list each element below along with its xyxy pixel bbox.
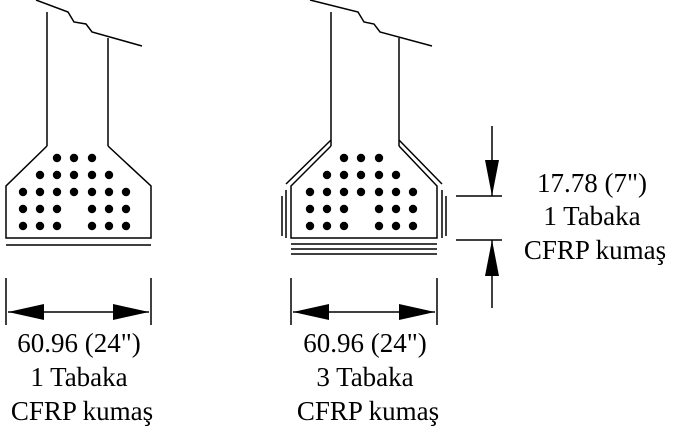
strand-dot bbox=[35, 204, 45, 214]
strand-dot bbox=[339, 187, 349, 197]
left-strand-group bbox=[18, 153, 131, 231]
strand-dot bbox=[391, 221, 401, 231]
right-width-label: 60.96 (24") bbox=[303, 328, 427, 358]
strand-dot bbox=[408, 204, 418, 214]
strand-dot bbox=[52, 187, 62, 197]
strand-dot bbox=[18, 204, 28, 214]
right-beam-section bbox=[281, 0, 447, 255]
right-width-dimension bbox=[290, 278, 438, 325]
strand-dot bbox=[69, 187, 79, 197]
strand-dot bbox=[35, 170, 45, 180]
strand-dot bbox=[339, 221, 349, 231]
strand-dot bbox=[339, 170, 349, 180]
strand-dot bbox=[322, 204, 332, 214]
height-material-label: CFRP kumaş bbox=[524, 235, 666, 265]
strand-dot bbox=[356, 153, 366, 163]
strand-dot bbox=[87, 187, 97, 197]
strand-dot bbox=[52, 153, 62, 163]
height-layer-label: 1 Tabaka bbox=[543, 201, 640, 231]
strand-dot bbox=[104, 187, 114, 197]
strand-dot bbox=[374, 153, 384, 163]
strand-dot bbox=[356, 187, 366, 197]
left-material-label: CFRP kumaş bbox=[11, 396, 153, 426]
left-beam-section bbox=[5, 0, 152, 246]
height-arrow-top bbox=[485, 160, 499, 196]
strand-dot bbox=[391, 204, 401, 214]
right-dim-arrow-right bbox=[399, 304, 435, 320]
strand-dot bbox=[305, 204, 315, 214]
right-break-line bbox=[309, 0, 433, 47]
right-dim-arrow-left bbox=[293, 304, 329, 320]
strand-dot bbox=[391, 170, 401, 180]
left-width-label: 60.96 (24") bbox=[17, 328, 141, 358]
strand-dot bbox=[121, 187, 131, 197]
strand-dot bbox=[18, 221, 28, 231]
left-dim-arrow-left bbox=[8, 304, 44, 320]
strand-dot bbox=[52, 170, 62, 180]
right-material-label: CFRP kumaş bbox=[297, 396, 439, 426]
right-strand-group bbox=[305, 153, 418, 231]
left-bulb-outline bbox=[5, 145, 152, 239]
strand-dot bbox=[52, 204, 62, 214]
strand-dot bbox=[322, 221, 332, 231]
strand-dot bbox=[104, 221, 114, 231]
left-layer-label: 1 Tabaka bbox=[30, 362, 127, 392]
left-width-dimension bbox=[5, 278, 152, 325]
strand-dot bbox=[18, 187, 28, 197]
strand-dot bbox=[121, 204, 131, 214]
strand-dot bbox=[374, 187, 384, 197]
strand-dot bbox=[391, 187, 401, 197]
strand-dot bbox=[69, 153, 79, 163]
strand-dot bbox=[104, 204, 114, 214]
strand-dot bbox=[408, 187, 418, 197]
height-arrow-bottom bbox=[485, 240, 499, 276]
right-wrap-inner bbox=[285, 139, 332, 185]
strand-dot bbox=[52, 221, 62, 231]
strand-dot bbox=[305, 187, 315, 197]
left-break-line bbox=[35, 0, 143, 47]
strand-dot bbox=[374, 170, 384, 180]
strand-dot bbox=[87, 170, 97, 180]
strand-dot bbox=[339, 153, 349, 163]
strand-dot bbox=[104, 170, 114, 180]
left-dim-arrow-right bbox=[113, 304, 149, 320]
height-dimension bbox=[456, 126, 502, 308]
strand-dot bbox=[356, 170, 366, 180]
strand-dot bbox=[322, 170, 332, 180]
strand-dot bbox=[121, 221, 131, 231]
strand-dot bbox=[339, 204, 349, 214]
strand-dot bbox=[374, 221, 384, 231]
strand-dot bbox=[35, 221, 45, 231]
height-value-label: 17.78 (7") bbox=[537, 168, 647, 198]
strand-dot bbox=[87, 204, 97, 214]
right-layer-label: 3 Tabaka bbox=[316, 362, 413, 392]
strand-dot bbox=[305, 221, 315, 231]
strand-dot bbox=[322, 187, 332, 197]
right-wrap-inner-right bbox=[398, 139, 443, 185]
strand-dot bbox=[374, 204, 384, 214]
strand-dot bbox=[87, 221, 97, 231]
right-bulb-outline bbox=[290, 145, 438, 239]
strand-dot bbox=[69, 170, 79, 180]
strand-dot bbox=[87, 153, 97, 163]
strand-dot bbox=[35, 187, 45, 197]
strand-dot bbox=[408, 221, 418, 231]
